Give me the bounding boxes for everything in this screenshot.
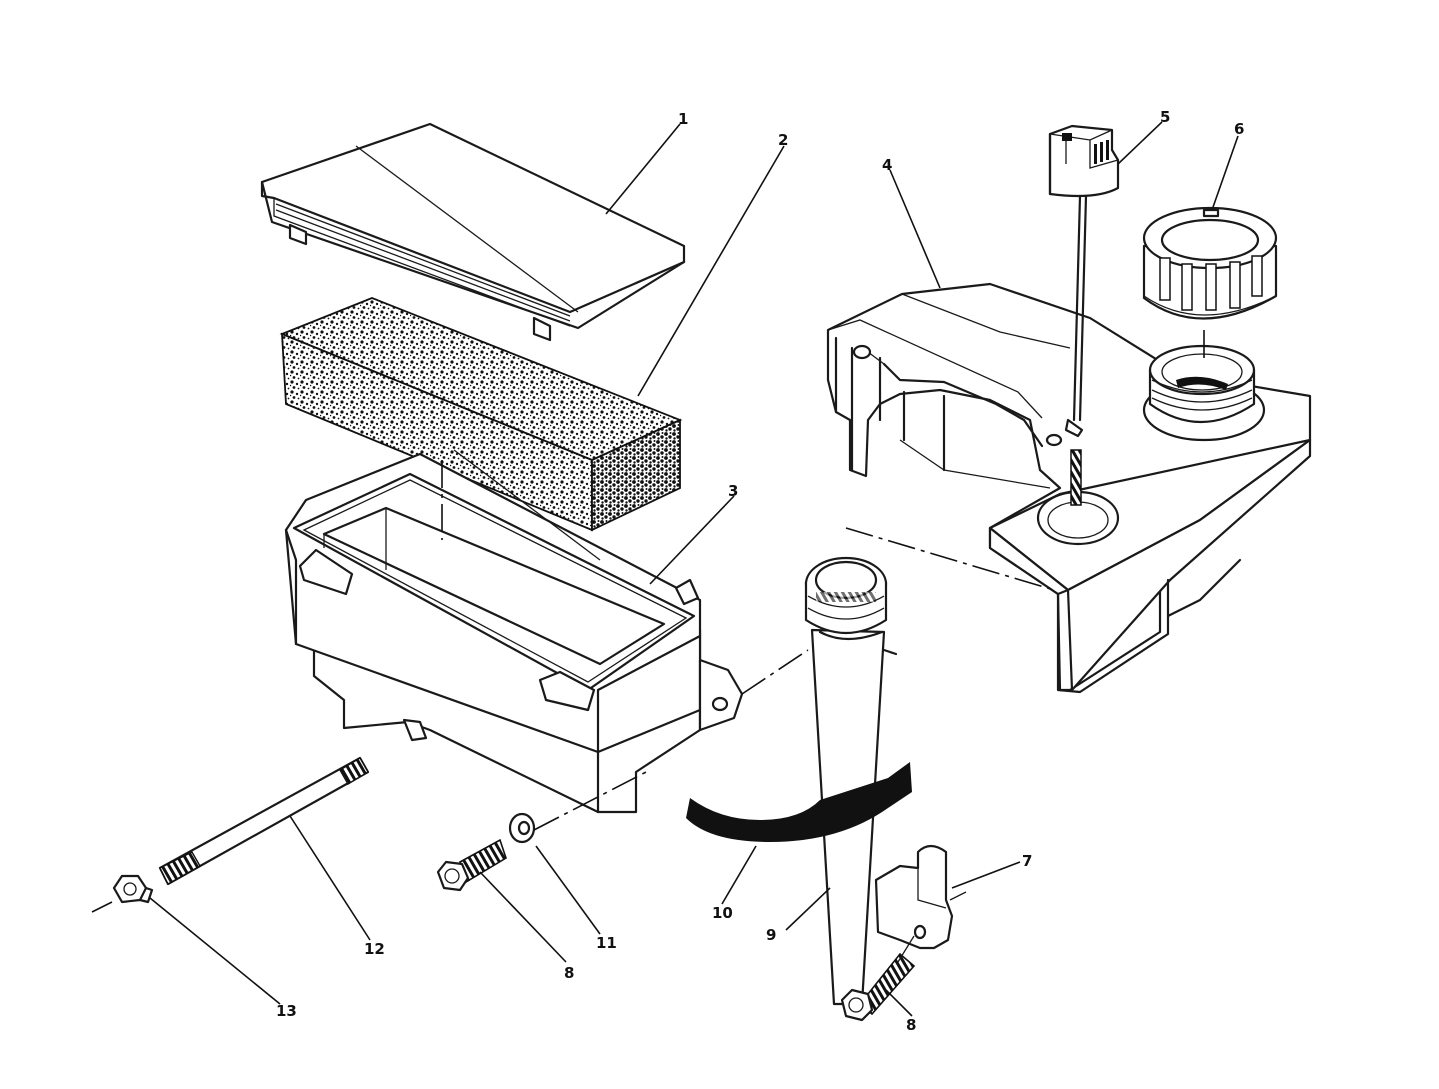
callout-8-lower: 8: [564, 964, 574, 982]
bolt-icon: [436, 838, 507, 892]
bolt-icon: [840, 952, 916, 1022]
callout-3: 3: [728, 482, 738, 500]
fuel-tank-icon: [826, 282, 1312, 694]
callout-10: 10: [712, 904, 733, 922]
air-cleaner-body-icon: [284, 452, 744, 814]
nut-icon: [112, 874, 154, 904]
callout-1: 1: [678, 110, 688, 128]
callout-4: 4: [882, 156, 892, 174]
callout-labels: 1 2 3 4 5 6 7 8 9 10 11 8 12 13: [276, 108, 1244, 1034]
callout-6: 6: [1234, 120, 1244, 138]
callout-9: 9: [766, 926, 776, 944]
callout-7: 7: [1022, 852, 1032, 870]
foam-element-icon: [279, 297, 683, 532]
callout-2: 2: [778, 131, 788, 149]
callout-11: 11: [596, 934, 617, 952]
callout-13: 13: [276, 1002, 297, 1020]
bracket-icon: [874, 844, 954, 950]
assembly-centerlines: [91, 330, 1205, 963]
stud-icon: [158, 756, 370, 886]
hose-icon: [686, 762, 912, 842]
dipstick-icon: [1048, 124, 1120, 506]
callout-12: 12: [364, 940, 385, 958]
fuel-cap-icon: [1142, 206, 1278, 320]
washer-icon: [508, 812, 536, 844]
callout-5: 5: [1160, 108, 1170, 126]
callout-8-upper: 8: [906, 1016, 916, 1034]
air-cleaner-cover-icon: [260, 122, 686, 342]
leader-lines: [149, 121, 1239, 1017]
